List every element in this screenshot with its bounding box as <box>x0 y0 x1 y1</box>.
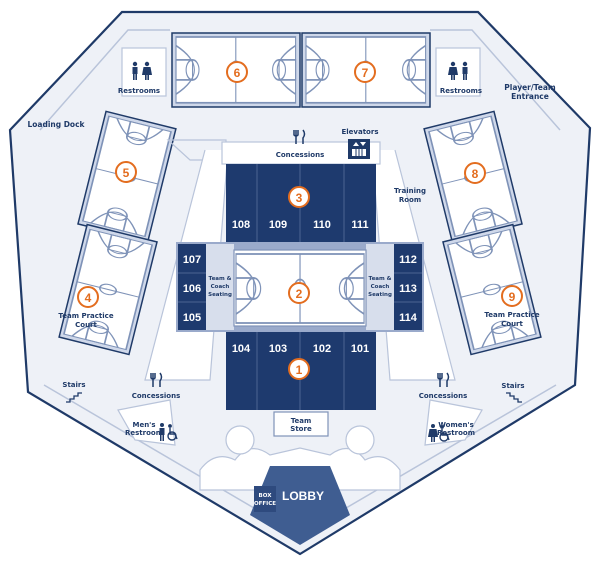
womens-restroom-label-2: Restroom <box>437 429 475 437</box>
court-badge-9: 9 <box>501 285 523 307</box>
seating-right <box>394 244 422 330</box>
box-office-label-1: BOX <box>259 493 273 499</box>
restroom-icon <box>132 61 152 80</box>
inner-wall-left <box>39 29 170 131</box>
section-102[interactable]: 102 <box>313 343 331 355</box>
court-9 <box>442 223 542 356</box>
svg-text:6: 6 <box>234 66 241 80</box>
inner-wall-right <box>430 29 561 131</box>
section-labels-left: 107 106 105 <box>183 254 201 324</box>
box-office-label-2: OFFICE <box>254 501 276 507</box>
svg-text:3: 3 <box>296 191 303 205</box>
section-108[interactable]: 108 <box>232 219 250 231</box>
training-room-label-1: Training <box>394 187 426 195</box>
restrooms-left-label: Restrooms <box>118 87 160 95</box>
restroom-icon <box>428 424 438 442</box>
team-store-label-2: Store <box>290 425 312 433</box>
team-coach-right-1: Team & <box>369 276 392 282</box>
team-store <box>273 411 329 437</box>
section-labels-bottom: 104 103 102 101 <box>232 343 369 355</box>
team-store-label-1: Team <box>291 417 312 425</box>
section-111[interactable]: 111 <box>351 219 368 231</box>
svg-text:8: 8 <box>472 167 479 181</box>
court-badge-6: 6 <box>226 61 248 83</box>
svg-text:2: 2 <box>296 287 303 301</box>
section-110[interactable]: 110 <box>313 219 331 231</box>
court-badge-4: 4 <box>77 286 99 308</box>
svg-text:9: 9 <box>509 290 516 304</box>
section-105[interactable]: 105 <box>183 312 201 324</box>
court-9-label-line1: Team Practice <box>484 311 539 319</box>
section-114[interactable]: 114 <box>399 312 418 324</box>
concessions-top-label: Concessions <box>276 151 325 159</box>
court-badge-5: 5 <box>115 161 137 183</box>
stairs-icon <box>506 392 522 403</box>
elevator-icon <box>348 139 370 159</box>
court-4-label-line1: Team Practice <box>58 312 113 320</box>
section-labels-top: 108 109 110 111 <box>232 219 369 231</box>
restroom-icon <box>159 423 165 441</box>
team-coach-left-1: Team & <box>209 276 232 282</box>
court-4 <box>58 223 158 356</box>
mens-restroom-label-2: Restroom <box>125 429 163 437</box>
court-9-label-line2: Court <box>501 320 523 328</box>
section-101[interactable]: 101 <box>351 343 369 355</box>
wheelchair-icon <box>167 424 178 441</box>
fork-knife-icon <box>150 372 163 387</box>
stairs-left-label: Stairs <box>62 381 85 389</box>
wheelchair-icon <box>439 425 450 442</box>
team-coach-left-3: Seating <box>208 292 232 298</box>
court-badge-7: 7 <box>354 61 376 83</box>
mens-restroom-label-1: Men's <box>132 421 155 429</box>
restrooms-right-label: Restrooms <box>440 87 482 95</box>
svg-text:1: 1 <box>296 363 303 377</box>
court-4-label-line2: Court <box>75 321 97 329</box>
stairs-right-label: Stairs <box>501 382 524 390</box>
court-badge-2: 2 <box>288 282 310 304</box>
court-badge-1: 1 <box>288 358 310 380</box>
section-112[interactable]: 112 <box>399 254 417 266</box>
box-office <box>254 486 276 512</box>
concessions-left-label: Concessions <box>132 392 181 400</box>
womens-restroom-label-1: Women's <box>438 421 474 429</box>
svg-text:5: 5 <box>123 166 130 180</box>
team-coach-left-2: Coach <box>211 284 230 290</box>
section-labels-right: 112 113 114 <box>399 254 418 324</box>
section-103[interactable]: 103 <box>269 343 287 355</box>
stairs-icon <box>66 392 82 403</box>
svg-text:4: 4 <box>85 291 92 305</box>
restroom-icon <box>448 61 468 80</box>
court-badge-8: 8 <box>464 162 486 184</box>
svg-text:7: 7 <box>362 66 369 80</box>
court-badge-3: 3 <box>288 186 310 208</box>
fork-knife-icon <box>437 372 450 387</box>
team-coach-right-3: Seating <box>368 292 392 298</box>
loading-dock-label: Loading Dock <box>27 120 85 129</box>
section-107[interactable]: 107 <box>183 254 201 266</box>
section-106[interactable]: 106 <box>183 283 201 295</box>
training-room-label-2: Room <box>399 196 421 204</box>
seating-left <box>178 244 206 330</box>
concessions-right-label: Concessions <box>419 392 468 400</box>
elevators-label: Elevators <box>342 128 379 136</box>
team-coach-right-2: Coach <box>371 284 390 290</box>
lobby <box>250 466 350 545</box>
player-entrance-label-1: Player/Team <box>504 83 556 92</box>
fork-knife-icon <box>293 129 306 144</box>
section-109[interactable]: 109 <box>269 219 287 231</box>
lobby-label: LOBBY <box>282 489 324 503</box>
section-104[interactable]: 104 <box>232 343 251 355</box>
player-entrance-label-2: Entrance <box>511 92 549 101</box>
section-113[interactable]: 113 <box>399 283 417 295</box>
